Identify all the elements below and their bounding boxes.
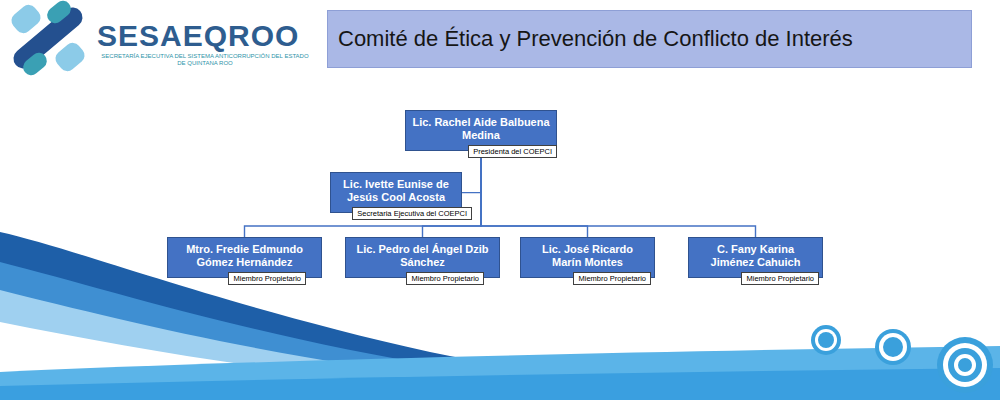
org-node: Mtro. Fredie Edmundo Gómez HernándezMiem…: [167, 237, 322, 285]
org-connector: [481, 158, 588, 237]
org-connector: [481, 158, 756, 237]
member-role: Presidenta del COEPCI: [468, 145, 557, 158]
org-node: Lic. José Ricardo Marín MontesMiembro Pr…: [520, 237, 655, 285]
org-node: Lic. Pedro del Ángel Dzib SánchezMiembro…: [345, 237, 500, 285]
title-banner: Comité de Ética y Prevención de Conflict…: [327, 10, 972, 68]
org-node: Lic. Ivette Eunise de Jesús Cool AcostaS…: [330, 172, 462, 220]
org-node: Lic. Rachel Aide Balbuena MedinaPresiden…: [405, 110, 557, 158]
logo-wordmark: SESAEQROO: [97, 19, 299, 54]
wave-bands: [0, 232, 1000, 400]
member-role: Miembro Propietario: [228, 272, 306, 285]
edge-group: [245, 158, 756, 237]
page-title: Comité de Ética y Prevención de Conflict…: [338, 26, 853, 52]
logo-mark: [8, 0, 88, 78]
org-connector: [245, 158, 482, 237]
org-node: C. Fany Karina Jiménez CahuichMiembro Pr…: [688, 237, 823, 285]
member-role: Miembro Propietario: [741, 272, 819, 285]
ring-circles: [811, 325, 993, 393]
org-connector: [462, 158, 481, 192]
member-role: Miembro Propietario: [406, 272, 484, 285]
member-role: Miembro Propietario: [573, 272, 651, 285]
member-role: Secretaria Ejecutiva del COEPCI: [352, 207, 472, 220]
logo-subtitle: SECRETARÍA EJECUTIVA DEL SISTEMA ANTICOR…: [97, 53, 313, 67]
